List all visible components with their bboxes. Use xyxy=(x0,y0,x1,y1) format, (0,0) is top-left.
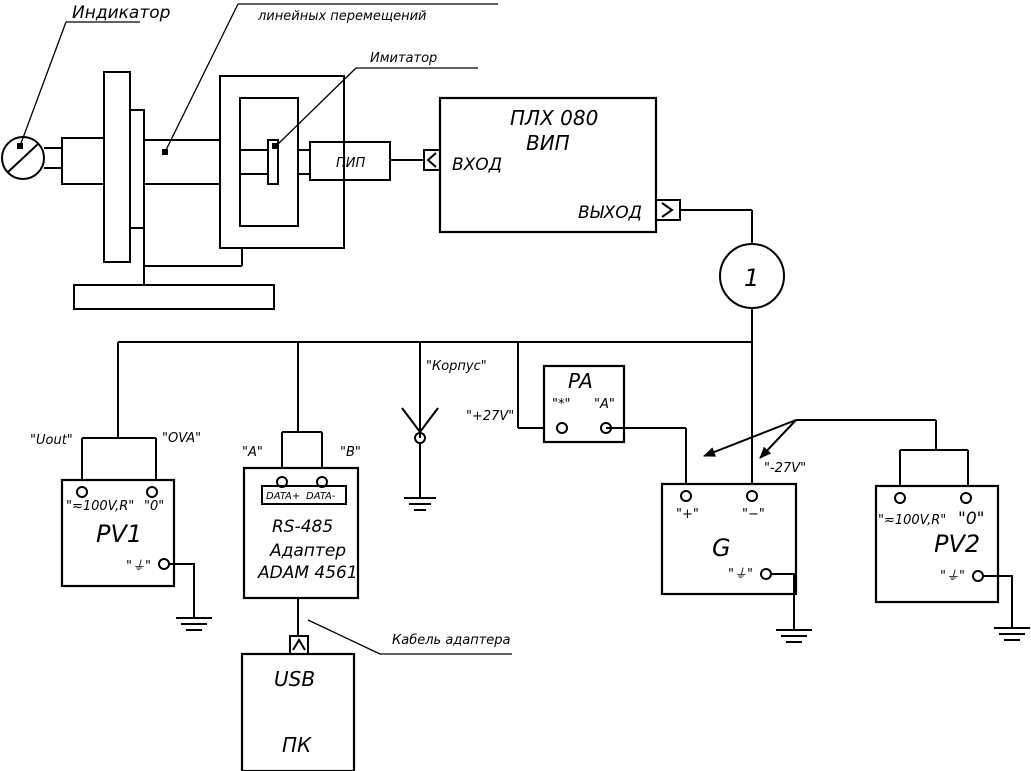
pv2-voltmeter xyxy=(874,484,1000,604)
pv1-ova-label: "OVA" xyxy=(162,431,201,446)
pv1-term2-label: "0" xyxy=(144,499,164,514)
pa-star-label: "*" xyxy=(552,397,570,412)
g-minus-label: "−" xyxy=(742,507,765,522)
pv1-ground-label: "⏚" xyxy=(126,559,151,574)
imitator-label: Имитатор xyxy=(370,51,437,66)
pa-a-label: "A" xyxy=(594,397,615,412)
plh-080-block xyxy=(438,96,658,234)
adapter-b-label: "B" xyxy=(340,445,361,460)
plh-input-label: ВХОД xyxy=(452,155,502,175)
pip-label: ПИП xyxy=(336,156,366,171)
pv2-name: PV2 xyxy=(934,530,980,558)
linear-sensor-label: линейных перемещений xyxy=(257,9,427,24)
pv2-ground-icon xyxy=(994,627,1030,641)
g-name: G xyxy=(712,534,731,562)
adapter-line-1: RS-485 xyxy=(272,517,333,537)
minus27-label: "-27V" xyxy=(764,461,806,476)
pv2-term1-label: "≂100V,R" xyxy=(878,513,946,528)
adapter-data-plus: DATA+ xyxy=(266,491,300,502)
pv1-uout-label: "Uout" xyxy=(30,433,73,448)
korpus-label: "Корпус" xyxy=(426,359,487,374)
pv2-ground-label: "⏚" xyxy=(940,569,965,584)
plh-title-1: ПЛХ 080 xyxy=(510,106,598,130)
usb-label: USB xyxy=(274,667,315,691)
adapter-data-minus: DATA- xyxy=(306,491,336,502)
g-terminal-plus-icon xyxy=(680,490,692,502)
plh-title-2: ВИП xyxy=(526,131,570,155)
adapter-terminal-b-icon xyxy=(316,476,328,488)
pv1-ground-icon xyxy=(176,617,212,631)
pv1-term1-label: "≂100V,R" xyxy=(66,499,134,514)
g-ground-label: "⏚" xyxy=(728,567,753,582)
pv1-terminal-2-icon xyxy=(146,486,158,498)
pc-block xyxy=(240,652,356,771)
node-1-label: 1 xyxy=(744,264,759,292)
adapter-a-label: "A" xyxy=(242,445,263,460)
leader-lines xyxy=(17,3,498,151)
adapter-line-2: Адаптер xyxy=(269,541,346,561)
adapter-line-3: ADAM 4561 xyxy=(257,563,358,583)
pv1-name: PV1 xyxy=(96,520,142,548)
plh-output-label: ВЫХОД xyxy=(578,203,642,223)
indicator-label: Индикатор xyxy=(72,3,171,23)
adapter-cable-label: Кабель адаптера xyxy=(392,633,511,648)
pv1-terminal-1-icon xyxy=(76,486,88,498)
plh-output-connector-icon xyxy=(655,199,681,221)
plus27-label: "+27V" xyxy=(466,409,514,424)
adapter-terminal-a-icon xyxy=(276,476,288,488)
pv2-terminal-1-icon xyxy=(894,492,906,504)
mechanical-assembly xyxy=(1,71,424,310)
pv2-terminal-2-icon xyxy=(960,492,972,504)
g-plus-label: "+" xyxy=(676,507,699,522)
pa-label: PA xyxy=(568,369,593,393)
korpus-ground-icon xyxy=(404,497,436,511)
pc-label: ПК xyxy=(282,733,312,757)
g-ground-icon xyxy=(776,629,812,643)
pa-terminal-star-icon xyxy=(556,422,568,434)
g-terminal-minus-icon xyxy=(746,490,758,502)
plh-input-connector-icon xyxy=(423,149,441,171)
pv2-term2-label: "0" xyxy=(958,509,984,529)
g-power-source xyxy=(660,482,798,596)
common-bus xyxy=(117,341,753,492)
